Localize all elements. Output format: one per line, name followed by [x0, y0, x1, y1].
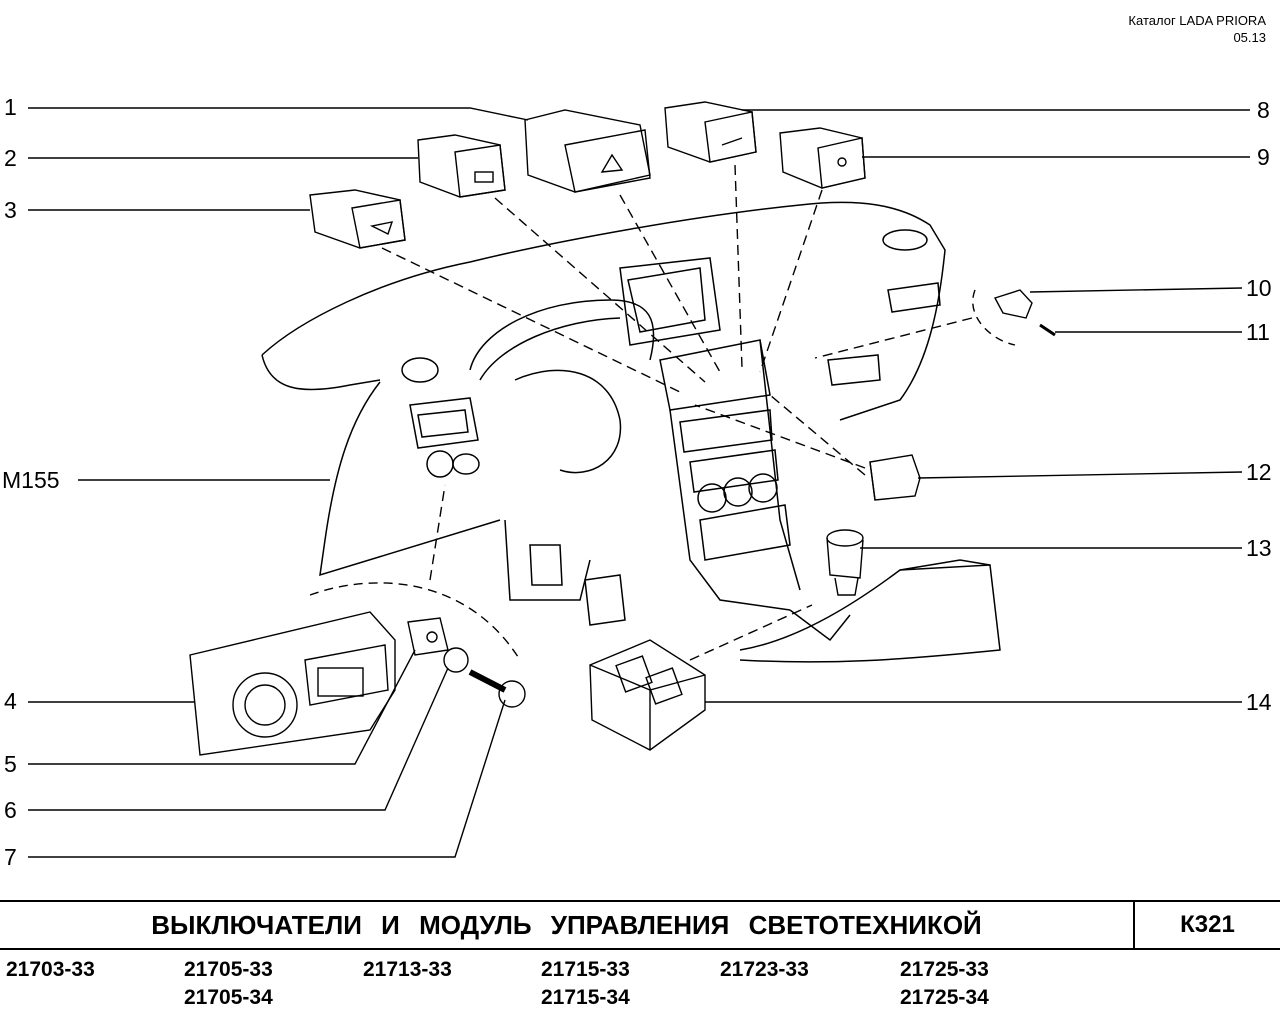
model-code: 21725-33	[900, 958, 989, 981]
model-code: 21715-33	[541, 958, 630, 981]
callout-3: 3	[4, 197, 17, 223]
callout-9: 9	[1257, 144, 1270, 170]
reference-label: М155	[2, 467, 60, 493]
screw-7-drawing	[468, 669, 526, 708]
assembly-lines	[381, 164, 973, 661]
dashboard-drawing	[261, 201, 1001, 663]
callout-5: 5	[4, 751, 17, 777]
lighter-13-drawing	[826, 529, 864, 596]
callout-4: 4	[4, 688, 17, 714]
switch-2-drawing	[417, 134, 506, 198]
model-code: 21725-34	[900, 986, 989, 1009]
plug-12-drawing	[869, 454, 921, 501]
callout-8: 8	[1257, 97, 1270, 123]
callout-10: 10	[1246, 275, 1272, 301]
light-module-4-drawing	[189, 611, 396, 756]
bracket-5-drawing	[407, 617, 449, 656]
callout-13: 13	[1246, 535, 1272, 561]
model-code: 21705-34	[184, 986, 273, 1009]
catalog-title: Каталог LADA PRIORA	[1128, 13, 1266, 28]
callout-7: 7	[4, 844, 17, 870]
model-code: 21723-33	[720, 958, 809, 981]
callout-12: 12	[1246, 459, 1272, 485]
callout-2: 2	[4, 145, 17, 171]
title-bar: ВЫКЛЮЧАТЕЛИ И МОДУЛЬ УПРАВЛЕНИЯ СВЕТОТЕХ…	[0, 900, 1280, 950]
exploded-diagram	[28, 101, 1250, 858]
page-title: ВЫКЛЮЧАТЕЛИ И МОДУЛЬ УПРАВЛЕНИЯ СВЕТОТЕХ…	[151, 910, 982, 940]
model-code: 21705-33	[184, 958, 273, 981]
model-code: 21715-34	[541, 986, 630, 1009]
switch-8-drawing	[664, 101, 757, 163]
callout-1: 1	[4, 94, 17, 120]
holder-arc	[972, 289, 1016, 346]
seat-heat-switch-14-drawing	[589, 639, 706, 751]
switch-3-drawing	[309, 189, 406, 249]
holder-10-drawing	[993, 289, 1056, 337]
switch-9-drawing	[779, 127, 866, 189]
model-code: 21713-33	[363, 958, 452, 981]
callout-11: 11	[1246, 319, 1270, 345]
switch-hazard-drawing	[524, 109, 651, 193]
callout-14: 14	[1246, 689, 1272, 715]
title-divider	[1133, 902, 1135, 948]
header: Каталог LADA PRIORA 05.13	[1128, 12, 1266, 46]
catalog-date: 05.13	[1233, 30, 1266, 45]
leader-lines	[28, 107, 1250, 858]
section-code: К321	[1180, 911, 1235, 938]
model-code: 21703-33	[6, 958, 95, 981]
callout-6: 6	[4, 797, 17, 823]
nut-6-drawing	[443, 647, 469, 673]
